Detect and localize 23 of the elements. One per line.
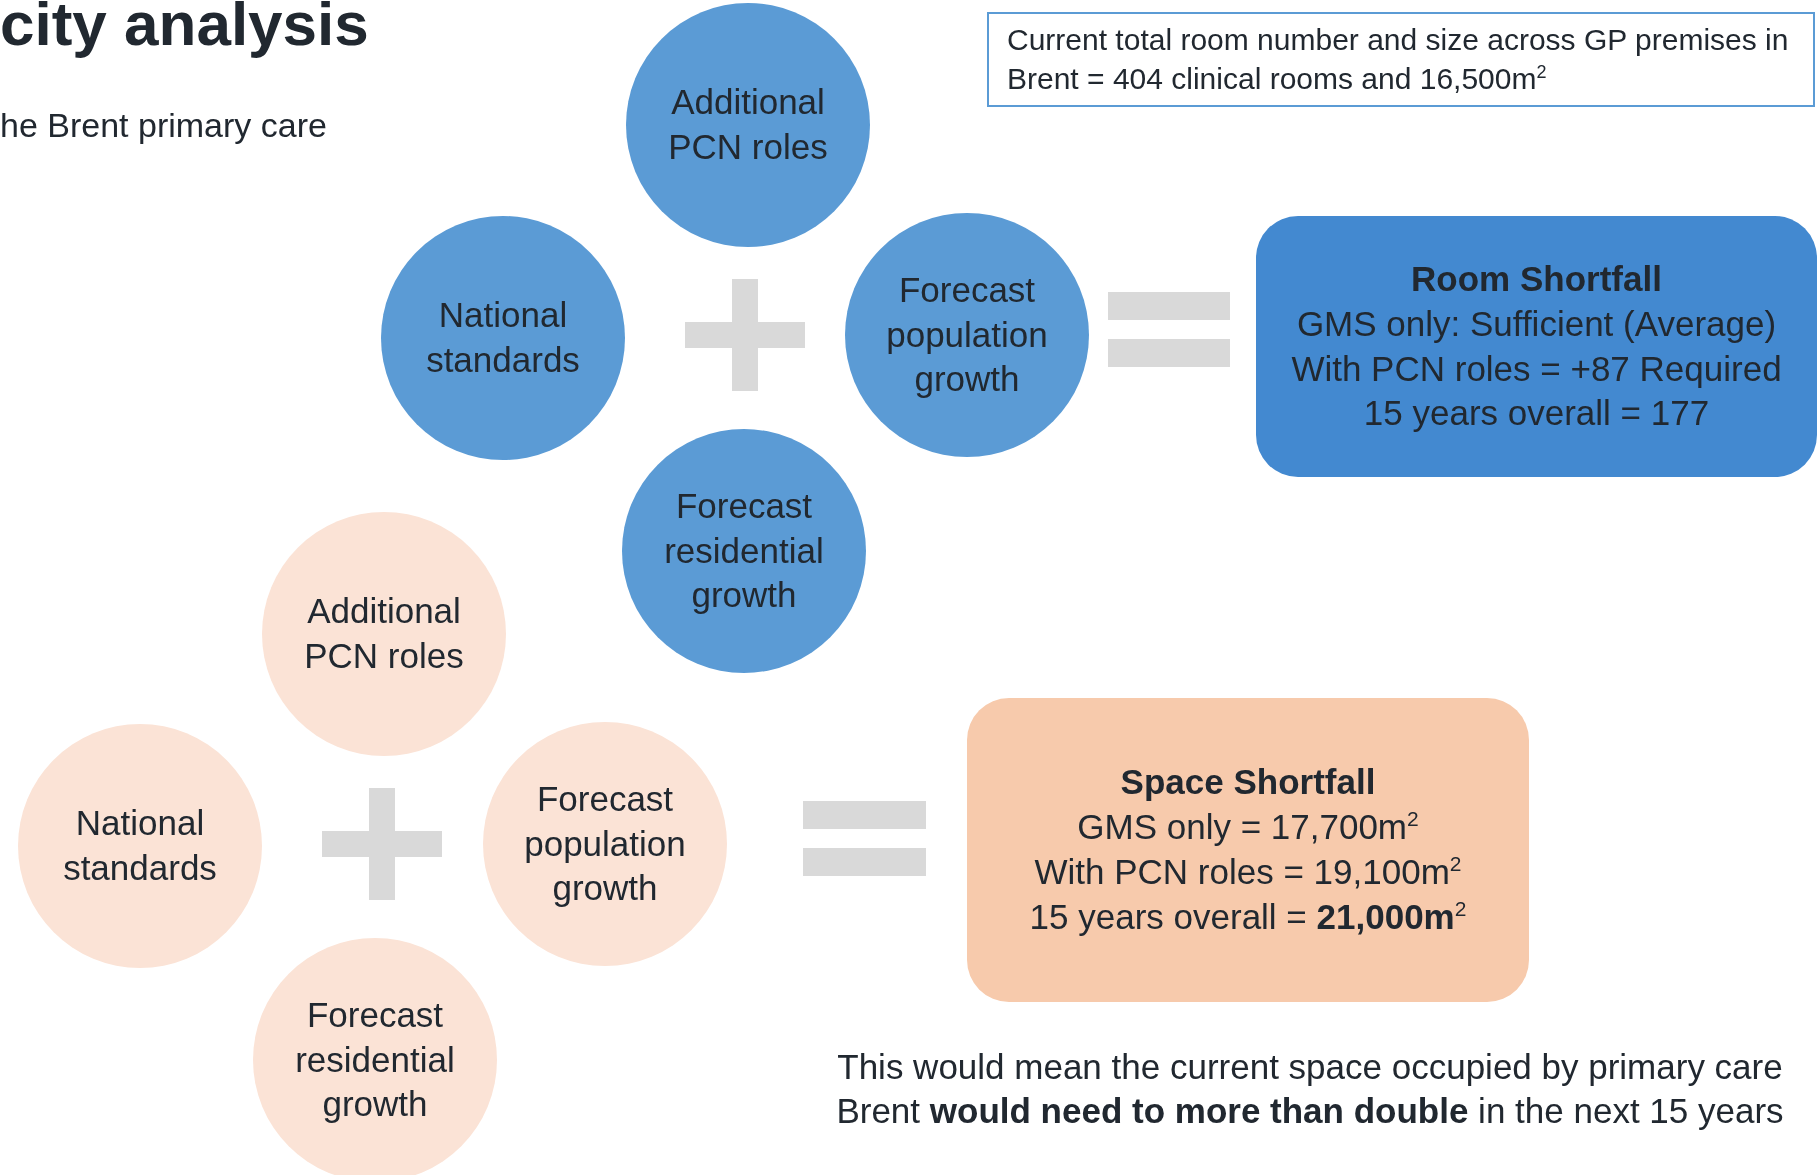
result-box xyxy=(1256,216,1817,477)
node-text: Forecast residential growth xyxy=(663,484,825,617)
node-text: Additional PCN roles xyxy=(667,81,829,168)
node-text: With PCN roles = 19,100m$^{2}$ xyxy=(1034,851,1462,893)
node-text: GMS only: Sufficient (Average) xyxy=(1296,302,1777,345)
result-box xyxy=(967,698,1529,1002)
node-text: National standards xyxy=(425,294,581,381)
node-text: Forecast population growth xyxy=(885,268,1049,401)
node-text: National standards xyxy=(62,802,218,889)
node-text: Current total room number and size across GP premises in Brent = 404 clinical rooms and 16,500m$^{2}$ xyxy=(1007,22,1790,97)
box-heading: Room Shortfall xyxy=(1411,257,1662,300)
info-box xyxy=(987,12,1815,107)
node-text: With PCN roles = +87 Required xyxy=(1291,347,1782,390)
title: city analysis xyxy=(0,0,369,59)
node-text: Forecast residential growth xyxy=(294,993,456,1126)
node-text: GMS only = 17,700m$^{2}$ xyxy=(1077,806,1419,849)
node-text: 15 years overall = 21,000m$^{2}$ xyxy=(1029,895,1467,938)
box-heading: Space Shortfall xyxy=(1120,761,1376,804)
node-text: Additional PCN roles xyxy=(303,590,465,677)
note-text: This would mean the current space occupied by primary care Brent would need to more than double in the next 15 years xyxy=(835,1046,1785,1132)
subtitle: he Brent primary care xyxy=(0,105,328,146)
node-text: 15 years overall = 177 xyxy=(1363,392,1710,435)
node-text: Forecast population growth xyxy=(523,777,687,910)
